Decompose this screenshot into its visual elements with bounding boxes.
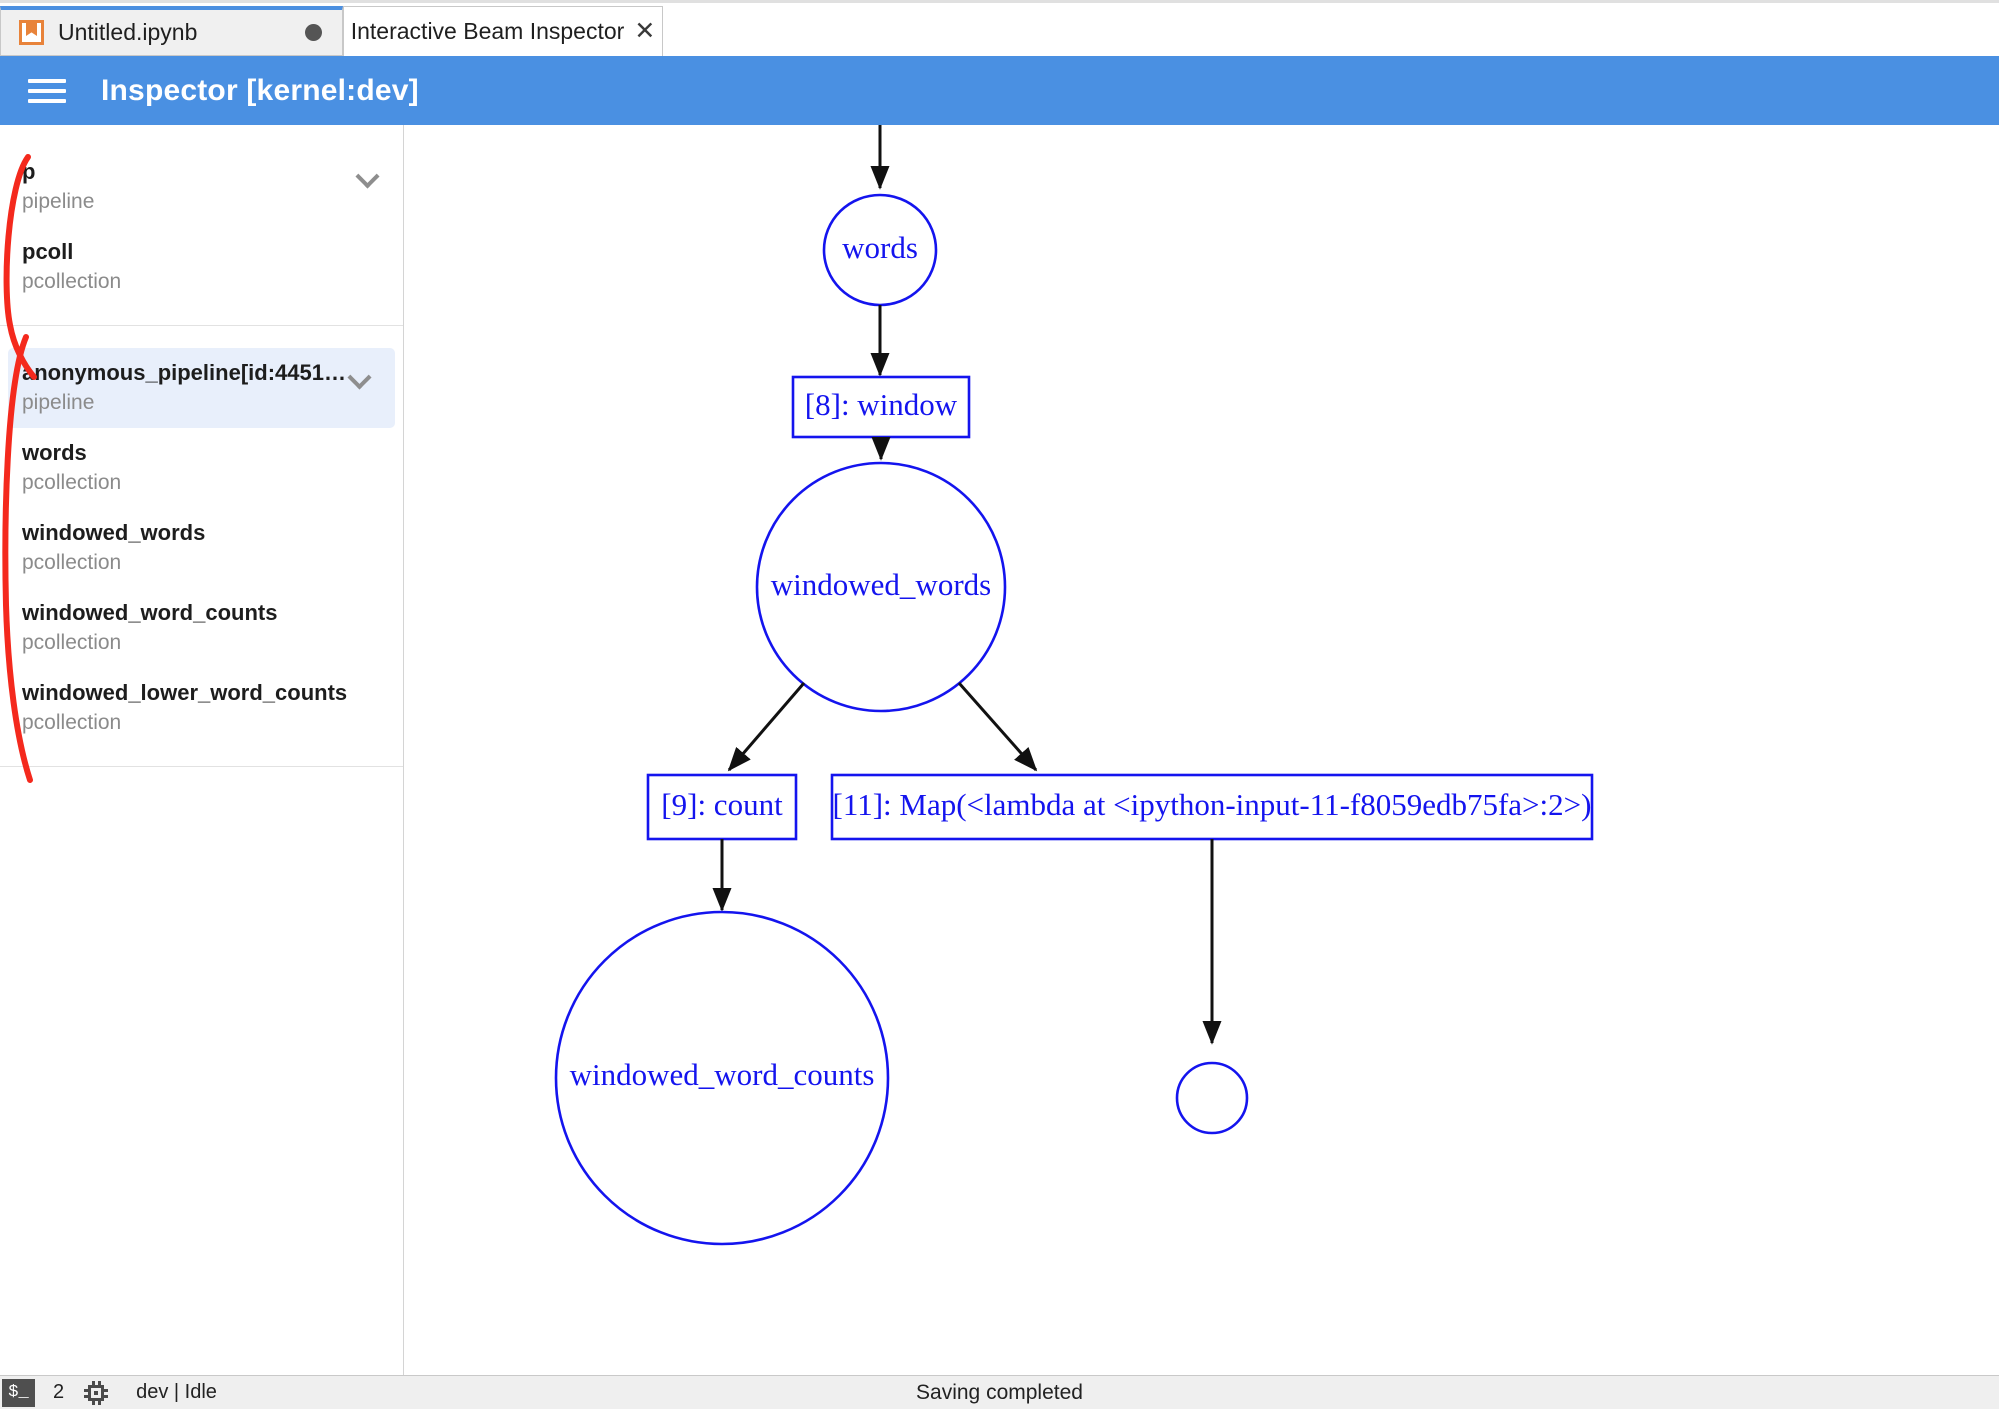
graph-node-unnamed-small[interactable] xyxy=(1175,1061,1249,1135)
graph-node-label: windowed_word_counts xyxy=(570,1057,875,1092)
save-status: Saving completed xyxy=(916,1380,1083,1404)
sidebar-item-label: words xyxy=(22,440,87,465)
notebook-icon xyxy=(19,20,44,45)
graph-node-label: [8]: window xyxy=(805,387,958,422)
sidebar-group-anonymous-pipeline: anonymous_pipeline[id:44516… pipeline wo… xyxy=(0,326,403,767)
hamburger-icon[interactable] xyxy=(28,73,66,109)
sidebar-item-label: windowed_lower_word_counts xyxy=(22,680,348,705)
sidebar-item-words[interactable]: words pcollection xyxy=(0,428,403,508)
graph-node-label: [11]: Map(<lambda at <ipython-input-11-f… xyxy=(833,787,1592,822)
edge-windowed-words-to-map xyxy=(957,682,1038,772)
status-bar: $_ 2 dev | Idle Saving completed xyxy=(0,1375,1999,1409)
graph-node-label: words xyxy=(842,230,918,265)
sidebar-item-label: windowed_word_counts xyxy=(22,600,278,625)
pipeline-graph-svg: words [8]: window windowed_words [9]: co… xyxy=(554,125,1594,1246)
tab-untitled-ipynb[interactable]: Untitled.ipynb xyxy=(0,6,343,56)
chevron-down-icon[interactable] xyxy=(347,364,373,390)
tab-label: Interactive Beam Inspector xyxy=(350,18,625,44)
sidebar-group-pipeline-p: p pipeline pcoll pcollection xyxy=(0,125,403,326)
sidebar-item-label: p xyxy=(22,159,36,184)
sidebar-item-kind: pcollection xyxy=(22,711,122,735)
sidebar-item-kind: pcollection xyxy=(22,471,122,495)
sidebar-item-windowed-word-counts[interactable]: windowed_word_counts pcollection xyxy=(0,588,403,668)
sidebar-item-pcoll[interactable]: pcoll pcollection xyxy=(0,227,403,307)
edge-windowed-words-to-count xyxy=(727,682,806,772)
sidebar-item-kind: pipeline xyxy=(22,190,95,214)
sidebar-item-label: pcoll xyxy=(22,239,74,264)
page-title: Inspector [kernel:dev] xyxy=(101,73,419,107)
cpu-chip-icon[interactable] xyxy=(84,1380,109,1405)
sidebar-item-kind: pcollection xyxy=(22,631,122,655)
close-icon[interactable]: ✕ xyxy=(634,17,656,45)
terminal-icon[interactable]: $_ xyxy=(2,1378,35,1407)
sidebar-item-anonymous-pipeline[interactable]: anonymous_pipeline[id:44516… pipeline xyxy=(8,348,395,428)
kernel-status[interactable]: dev | Idle xyxy=(136,1381,217,1403)
sidebar-item-kind: pcollection xyxy=(22,551,122,575)
graph-node-windowed-word-counts[interactable] xyxy=(554,910,890,1246)
unsaved-indicator-icon[interactable] xyxy=(305,24,322,41)
tab-bar: Untitled.ipynb Interactive Beam Inspecto… xyxy=(0,0,1999,56)
main-content: p pipeline pcoll pcollection anonymous_p… xyxy=(0,125,1999,1375)
graph-node-label: [9]: count xyxy=(661,787,783,822)
sidebar-item-label: anonymous_pipeline[id:44516… xyxy=(22,360,347,385)
tab-interactive-beam-inspector[interactable]: Interactive Beam Inspector ✕ xyxy=(343,6,663,56)
graph-node-window[interactable] xyxy=(791,375,971,439)
chevron-down-icon[interactable] xyxy=(355,163,381,189)
inspectables-sidebar[interactable]: p pipeline pcoll pcollection anonymous_p… xyxy=(0,125,404,1375)
tab-bar-filler xyxy=(663,6,1999,56)
sidebar-item-p[interactable]: p pipeline xyxy=(0,147,403,227)
sidebar-item-kind: pcollection xyxy=(22,270,122,294)
pipeline-graph-canvas[interactable]: words [8]: window windowed_words [9]: co… xyxy=(404,125,1999,1375)
inspector-header: Inspector [kernel:dev] xyxy=(0,56,1999,125)
graph-node-windowed-words[interactable] xyxy=(755,461,1007,713)
tab-label: Untitled.ipynb xyxy=(58,19,198,45)
terminal-count: 2 xyxy=(53,1381,65,1403)
sidebar-item-windowed-words[interactable]: windowed_words pcollection xyxy=(0,508,403,588)
sidebar-item-label: windowed_words xyxy=(22,520,206,545)
graph-node-label: windowed_words xyxy=(771,567,991,602)
sidebar-item-kind: pipeline xyxy=(22,391,95,415)
sidebar-item-windowed-lower-word-counts[interactable]: windowed_lower_word_counts pcollection xyxy=(0,668,403,748)
